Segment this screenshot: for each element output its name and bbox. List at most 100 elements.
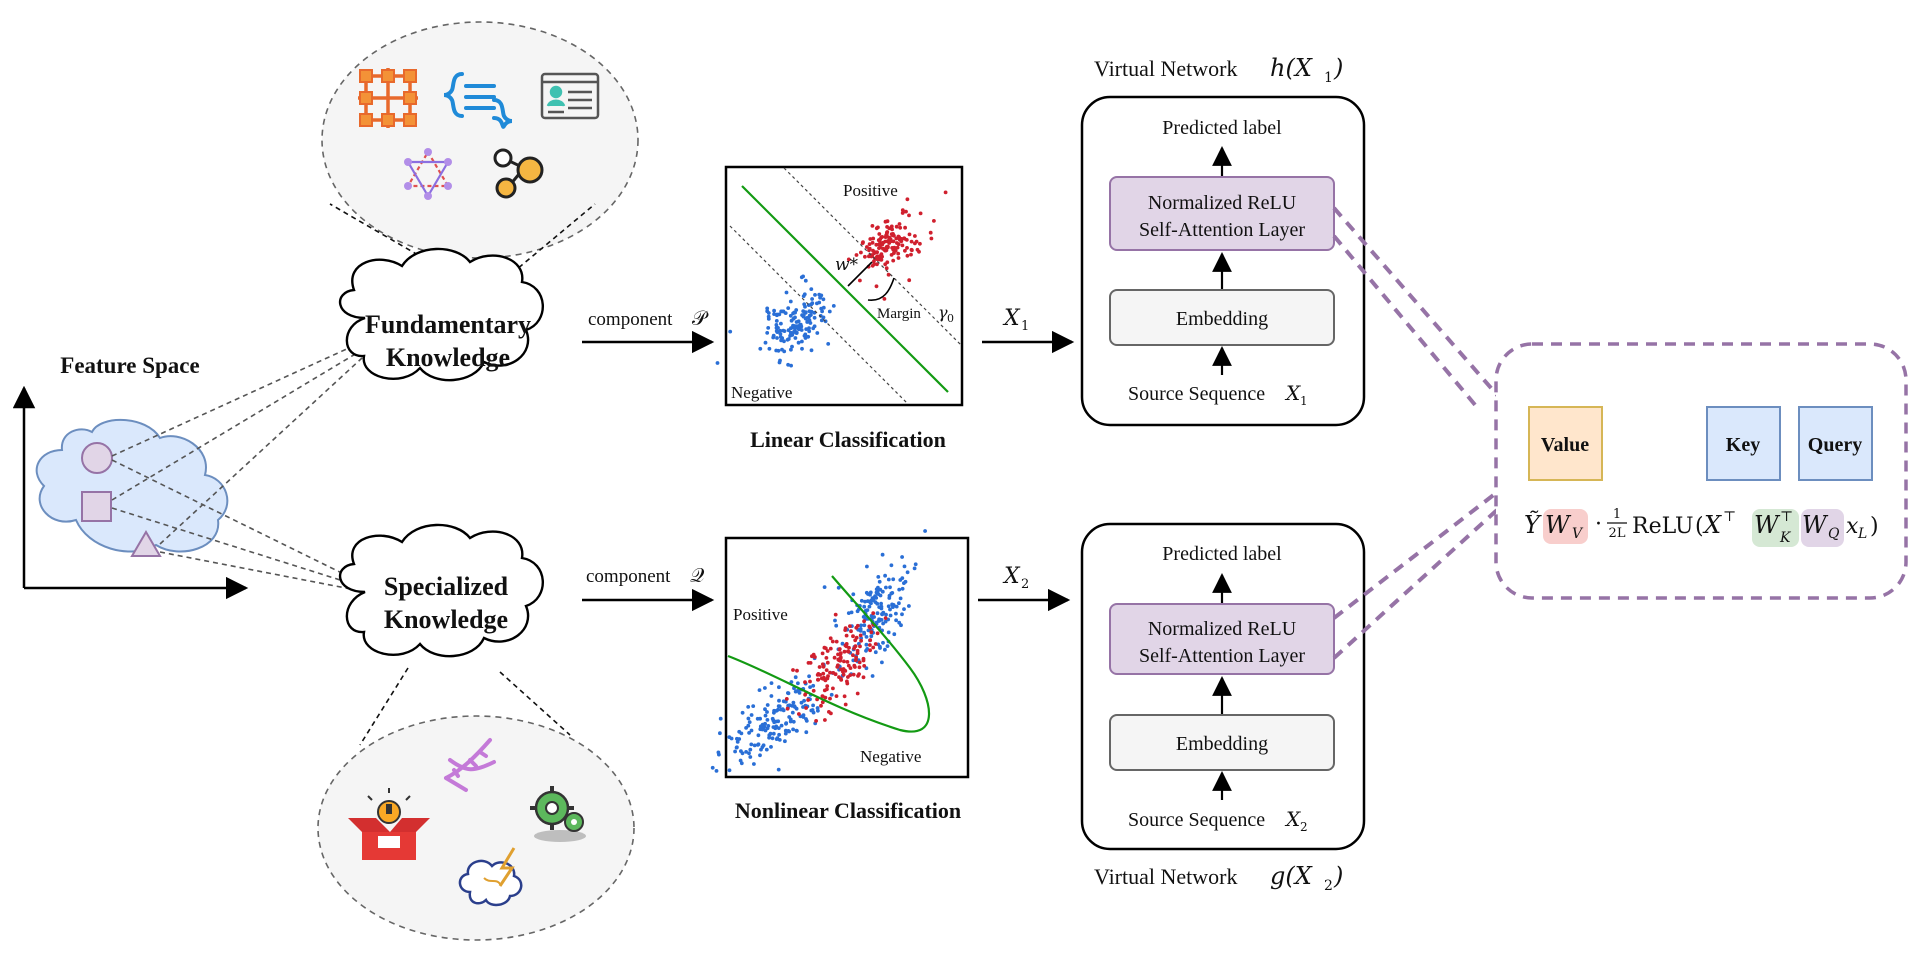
virtual-network-h: Virtual Network h(X 1 ) Predicted label … xyxy=(1080,54,1366,427)
positive-point xyxy=(900,211,905,215)
negative-point xyxy=(867,604,872,609)
negative-point xyxy=(902,607,906,611)
negative-point xyxy=(749,728,754,733)
negative-point xyxy=(772,710,776,715)
component-p-label: component xyxy=(588,309,673,330)
positive-point xyxy=(894,236,899,241)
network-g-title: Virtual Network xyxy=(1094,864,1237,889)
positive-point xyxy=(884,248,889,253)
positive-point xyxy=(846,675,850,679)
star-of-david-icon xyxy=(404,148,452,200)
negative-point xyxy=(887,596,892,600)
negative-point xyxy=(767,346,772,351)
negative-point xyxy=(747,731,751,735)
positive-point xyxy=(838,652,843,657)
negative-point xyxy=(752,762,756,766)
query-label: Query xyxy=(1808,434,1862,456)
id-card-icon xyxy=(540,72,600,120)
positive-point xyxy=(859,250,863,255)
formula-y: Ỹ xyxy=(1524,510,1542,539)
negative-point xyxy=(746,716,751,721)
network-g-attn-2: Self-Attention Layer xyxy=(1139,645,1305,667)
positive-point xyxy=(872,251,876,256)
negative-point xyxy=(746,723,751,728)
negative-point xyxy=(798,322,802,327)
positive-point xyxy=(875,262,879,267)
linear-decision-line xyxy=(741,185,949,393)
negative-point xyxy=(757,688,762,692)
positive-point xyxy=(791,668,795,672)
negative-point xyxy=(792,326,797,331)
negative-point xyxy=(793,689,798,694)
negative-point xyxy=(738,758,743,763)
negative-point xyxy=(821,315,826,320)
positive-point xyxy=(886,244,890,249)
positive-point xyxy=(857,660,862,665)
positive-point xyxy=(824,668,829,672)
positive-point xyxy=(828,646,833,651)
negative-point xyxy=(795,326,800,330)
negative-point xyxy=(763,707,767,712)
component-q-arrow: component 𝒬 xyxy=(582,563,715,612)
positive-point xyxy=(848,624,852,628)
positive-point xyxy=(886,272,891,277)
negative-point xyxy=(897,620,902,625)
negative-point xyxy=(864,635,869,639)
negative-point xyxy=(765,710,769,714)
positive-point xyxy=(894,224,899,229)
positive-point xyxy=(785,706,790,711)
gamma-sub: 0 xyxy=(947,312,954,325)
positive-point xyxy=(890,233,895,238)
feature-space-title: Feature Space xyxy=(60,353,199,378)
negative-point xyxy=(892,632,897,637)
positive-point xyxy=(905,253,910,258)
negative-point xyxy=(771,731,776,736)
positive-point xyxy=(816,677,821,682)
network-g-fn: g(X xyxy=(1270,862,1313,890)
query-box xyxy=(1798,406,1873,481)
positive-point xyxy=(827,710,831,714)
negative-point xyxy=(783,728,788,733)
negative-point xyxy=(789,363,793,368)
negative-point xyxy=(796,340,801,345)
positive-point xyxy=(854,635,859,640)
linear-caption: Linear Classification xyxy=(750,427,946,452)
negative-point xyxy=(784,290,789,295)
positive-point xyxy=(825,660,830,665)
negative-point xyxy=(792,704,797,708)
positive-point xyxy=(896,251,901,256)
positive-point xyxy=(887,236,892,241)
negative-point xyxy=(774,724,779,729)
negative-point xyxy=(778,328,783,333)
negative-point xyxy=(897,587,902,592)
positive-point xyxy=(846,649,850,654)
positive-point xyxy=(907,213,911,218)
negative-point xyxy=(905,570,910,575)
negative-point xyxy=(767,735,771,740)
positive-point xyxy=(903,225,907,230)
negative-point xyxy=(812,324,817,329)
formula-wq: W xyxy=(1802,511,1829,539)
network-g-attn-1: Normalized ReLU xyxy=(1148,618,1297,640)
formula-wv: W xyxy=(1545,511,1572,539)
negative-point xyxy=(875,611,880,616)
negative-point xyxy=(774,319,779,323)
network-h-fn: h(X xyxy=(1270,54,1313,82)
positive-point xyxy=(823,695,828,700)
positive-point xyxy=(842,694,847,699)
positive-point xyxy=(830,639,835,644)
negative-point xyxy=(807,329,812,334)
specialized-label-2: Knowledge xyxy=(384,605,508,634)
negative-point xyxy=(756,733,761,738)
formula-xl: x xyxy=(1846,514,1859,539)
positive-point xyxy=(823,646,828,651)
negative-point xyxy=(807,674,811,679)
negative-point xyxy=(774,323,779,327)
positive-point xyxy=(784,697,789,701)
w-star-vector xyxy=(847,261,873,287)
negative-point xyxy=(803,278,808,283)
formula-wq-sub: Q xyxy=(1828,526,1840,542)
positive-point xyxy=(855,623,860,628)
specialized-cloud xyxy=(338,523,544,658)
negative-point xyxy=(740,710,745,715)
